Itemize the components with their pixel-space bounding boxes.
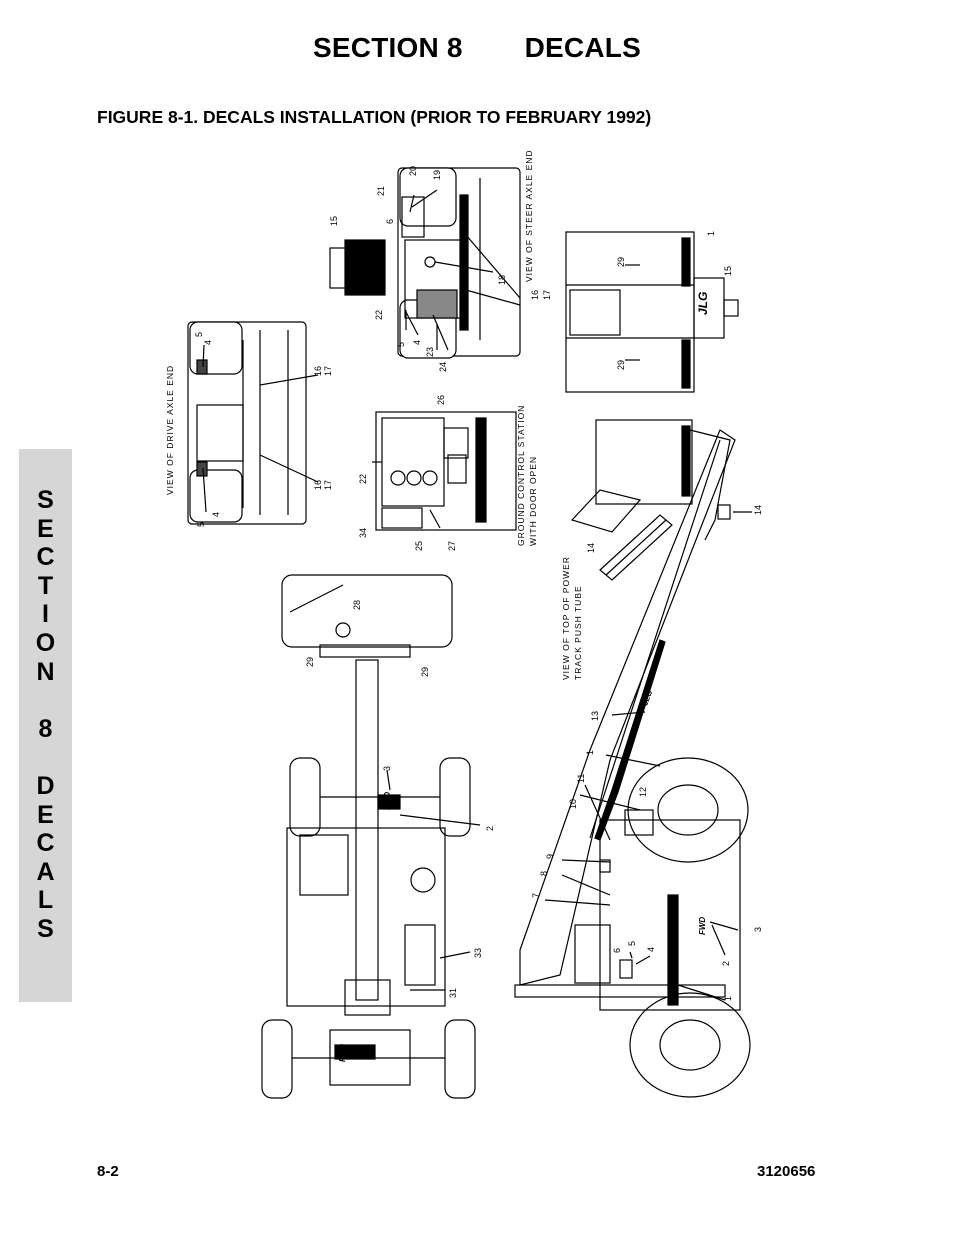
callout-number: 29 xyxy=(616,257,626,267)
fwd-decal: FWD xyxy=(383,792,392,810)
callout-number: 8 xyxy=(539,871,549,876)
tab-letter: S xyxy=(37,914,54,943)
callout-number: 14 xyxy=(753,505,763,515)
callout-number: 16 xyxy=(313,366,323,376)
tab-letter: E xyxy=(37,514,54,543)
callout-number: 3 xyxy=(753,927,763,932)
callout-number: 3 xyxy=(382,766,392,771)
callout-number: 7 xyxy=(531,893,541,898)
jlg-logo-decal: JLG xyxy=(696,292,710,315)
fwd-decal: FWD xyxy=(698,917,707,935)
callout-number: 19 xyxy=(432,170,442,180)
tab-letter: O xyxy=(35,628,56,657)
push-tube-caption: TRACK PUSH TUBE xyxy=(573,585,583,680)
section-title: SECTION 8 DECALS xyxy=(0,32,954,64)
ground-station-caption: WITH DOOR OPEN xyxy=(528,456,538,546)
callout-number: 1 xyxy=(723,996,733,1001)
platform-view xyxy=(565,231,739,393)
callout-number: 26 xyxy=(436,395,446,405)
callout-number: 17 xyxy=(323,480,333,490)
drive-axle-end-view xyxy=(187,321,319,525)
ground-station-caption: GROUND CONTROL STATION xyxy=(516,405,526,546)
page-number: 8-2 xyxy=(97,1163,119,1180)
callout-number: 5 xyxy=(396,342,406,347)
tab-letter: A xyxy=(36,857,55,886)
callout-number: 17 xyxy=(323,366,333,376)
section-side-tab: S E C T I O N 8 D E C A L S xyxy=(19,449,72,1002)
callout-number: 20 xyxy=(408,166,418,176)
callout-number: 6 xyxy=(612,948,622,953)
callout-number: 5 xyxy=(196,522,206,527)
callout-number: 15 xyxy=(329,216,339,226)
callout-number: 21 xyxy=(376,186,386,196)
machine-side-view xyxy=(514,429,752,1098)
callout-number: 27 xyxy=(447,541,457,551)
ground-control-station-view xyxy=(372,411,517,531)
callout-number: 16 xyxy=(313,480,323,490)
callout-number: 17 xyxy=(542,290,552,300)
jlg-logo-decal: JLG xyxy=(353,247,368,272)
callout-number: 5 xyxy=(627,941,637,946)
callout-number: 13 xyxy=(590,711,600,721)
tab-letter: N xyxy=(36,657,55,686)
callout-number: 2 xyxy=(721,961,731,966)
steer-axle-end-view xyxy=(329,167,521,359)
callout-number: 31 xyxy=(448,988,458,998)
document-number: 3120656 xyxy=(757,1163,816,1180)
callout-number: 24 xyxy=(438,362,448,372)
callout-number: 22 xyxy=(358,474,368,484)
callout-number: 25 xyxy=(414,541,424,551)
callout-number: 16 xyxy=(530,290,540,300)
callout-number: 9 xyxy=(545,854,555,859)
push-tube-top-view xyxy=(599,514,673,581)
steer-axle-caption: VIEW OF STEER AXLE END xyxy=(524,149,534,282)
callout-number: 28 xyxy=(352,600,362,610)
callout-number: 4 xyxy=(211,512,221,517)
callout-number: 18 xyxy=(497,275,507,285)
tab-letter: L xyxy=(37,886,54,915)
callout-number: 1 xyxy=(706,231,716,236)
tab-letter: D xyxy=(36,771,55,800)
callout-number: 22 xyxy=(374,310,384,320)
callout-number: 1 xyxy=(585,750,595,755)
push-tube-caption: VIEW OF TOP OF POWER xyxy=(561,556,571,680)
tab-letter: 8 xyxy=(38,714,53,743)
jlg-boom-decal: JLG xyxy=(640,689,654,707)
callout-number: 12 xyxy=(638,787,648,797)
callout-number: 10 xyxy=(568,799,578,809)
callout-number: 15 xyxy=(723,266,733,276)
callout-number: 11 xyxy=(576,774,586,783)
figure-title: FIGURE 8-1. DECALS INSTALLATION (PRIOR T… xyxy=(97,107,652,127)
tab-letter: I xyxy=(42,600,49,629)
section-label: SECTION 8 xyxy=(313,32,463,63)
callout-number: 14 xyxy=(586,543,596,553)
tab-letter: C xyxy=(36,543,55,572)
side-tab-text: S E C T I O N 8 D E C A L S xyxy=(19,486,72,944)
platform-side-view xyxy=(570,419,731,541)
fwd-decal: FWD xyxy=(338,1044,347,1062)
callout-number: 29 xyxy=(616,360,626,370)
callout-number: 4 xyxy=(203,340,213,345)
callout-number: 29 xyxy=(305,657,315,667)
tab-letter: C xyxy=(36,829,55,858)
tab-letter: S xyxy=(37,486,54,514)
section-name: DECALS xyxy=(524,32,641,63)
machine-top-view xyxy=(261,574,481,1099)
callout-number: 23 xyxy=(425,347,435,357)
tab-letter: T xyxy=(37,571,54,600)
callout-number: 4 xyxy=(412,340,422,345)
callout-number: 2 xyxy=(485,826,495,831)
callout-number: 6 xyxy=(385,219,395,224)
callout-number: 29 xyxy=(420,667,430,677)
tab-letter: E xyxy=(37,800,54,829)
drive-axle-caption: VIEW OF DRIVE AXLE END xyxy=(165,365,175,495)
callout-number: 5 xyxy=(194,332,204,337)
callout-number: 33 xyxy=(473,948,483,958)
callout-number: 34 xyxy=(358,528,368,538)
callout-number: 4 xyxy=(646,947,656,952)
